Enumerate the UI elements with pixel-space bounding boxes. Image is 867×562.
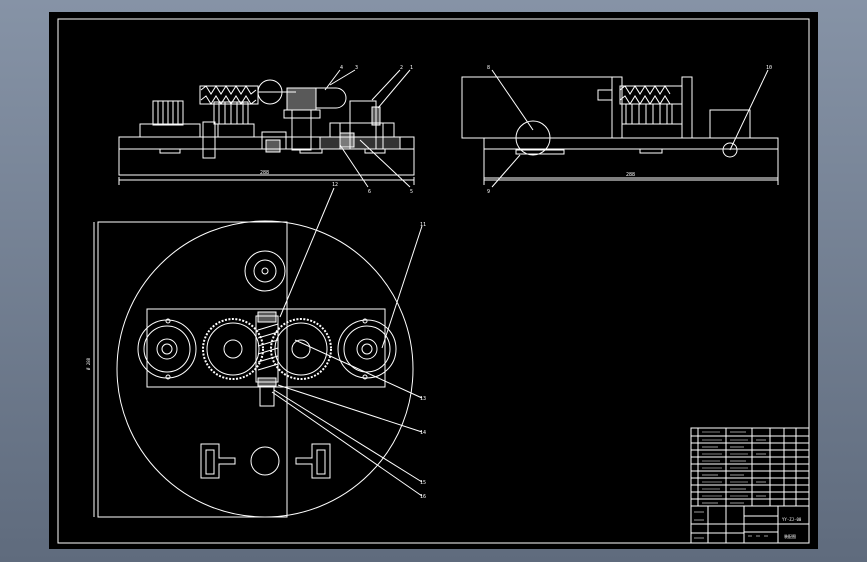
balloon-side-3: 10	[766, 65, 772, 71]
front-view-dimension: 288	[260, 170, 269, 176]
parts-list-and-title-block	[690, 427, 810, 544]
balloon-front-5: 6	[368, 189, 371, 195]
balloon-side-2: 9	[487, 189, 490, 195]
balloon-front-1: 4	[340, 65, 343, 71]
front-view	[118, 69, 415, 188]
balloon-top-1: 12	[332, 182, 338, 188]
balloon-top-6: 16	[420, 494, 426, 500]
balloon-top-4: 14	[420, 430, 426, 436]
balloon-front-6: 5	[410, 189, 413, 195]
top-view	[93, 187, 423, 518]
drawing-sheet	[49, 12, 818, 549]
balloon-top-2: 11	[420, 222, 426, 228]
balloon-front-4: 1	[410, 65, 413, 71]
balloon-front-3: 2	[400, 65, 403, 71]
balloon-top-5: 15	[420, 480, 426, 486]
balloon-top-3: 13	[420, 396, 426, 402]
top-view-dimension: Ø 288	[86, 357, 91, 370]
side-view	[461, 69, 779, 188]
drawing-border	[57, 18, 810, 544]
balloon-front-2: 3	[355, 65, 358, 71]
side-view-dimension: 288	[626, 172, 635, 178]
drawing-number: YY-ZJ-00	[782, 517, 802, 522]
part-name: 装配图	[784, 533, 796, 539]
balloon-side-1: 8	[487, 65, 490, 71]
